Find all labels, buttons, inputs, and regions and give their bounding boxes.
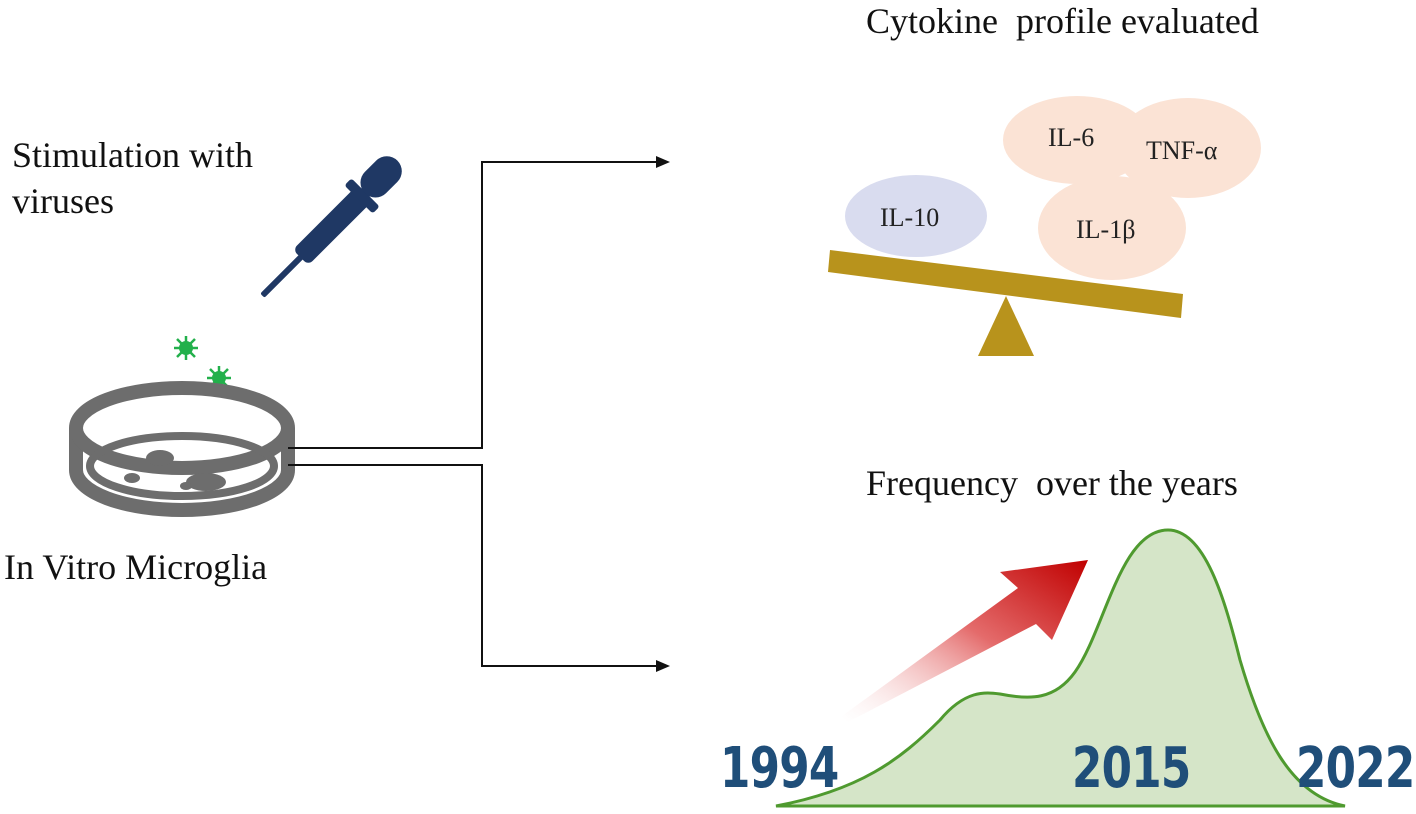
cytokine-bubbles: IL-10 IL-6 TNF-α IL-1β (845, 96, 1261, 280)
year-end-label: 2022 (1296, 736, 1415, 801)
il10-label: IL-10 (880, 203, 939, 232)
il6-bubble (1003, 96, 1151, 184)
year-start-label: 1994 (720, 736, 839, 801)
arrowhead-cytokine (656, 156, 670, 168)
virus-icon (174, 336, 198, 360)
trend-arrow-icon (842, 560, 1088, 722)
stimulation-label-line1: Stimulation with (12, 135, 254, 175)
il6-label: IL-6 (1048, 123, 1094, 152)
frequency-title: Frequency over the years (866, 463, 1238, 503)
petri-dish-icon (69, 381, 295, 517)
connector-to-frequency (288, 464, 658, 667)
il1b-bubble (1038, 176, 1186, 280)
stimulation-label: Stimulation with viruses (12, 132, 253, 224)
cytokine-profile-title: Cytokine profile evaluated (866, 1, 1259, 41)
scale-fulcrum (978, 296, 1034, 356)
frequency-curve (775, 528, 1346, 808)
arrowhead-frequency (656, 660, 670, 672)
tnf-bubble (1115, 98, 1261, 198)
microglia-label: In Vitro Microglia (4, 547, 268, 587)
il10-bubble (845, 175, 987, 257)
tnf-label: TNF-α (1146, 136, 1218, 165)
dropper-icon (261, 156, 402, 297)
connector-to-cytokine (288, 161, 658, 449)
il1b-label: IL-1β (1076, 215, 1135, 244)
connector-arrows (288, 156, 670, 672)
virus-icon (207, 366, 231, 390)
stimulation-label-line2: viruses (12, 181, 114, 221)
scale-beam (828, 250, 1183, 318)
balance-scale-icon (828, 250, 1183, 356)
year-peak-label: 2015 (1072, 736, 1191, 801)
